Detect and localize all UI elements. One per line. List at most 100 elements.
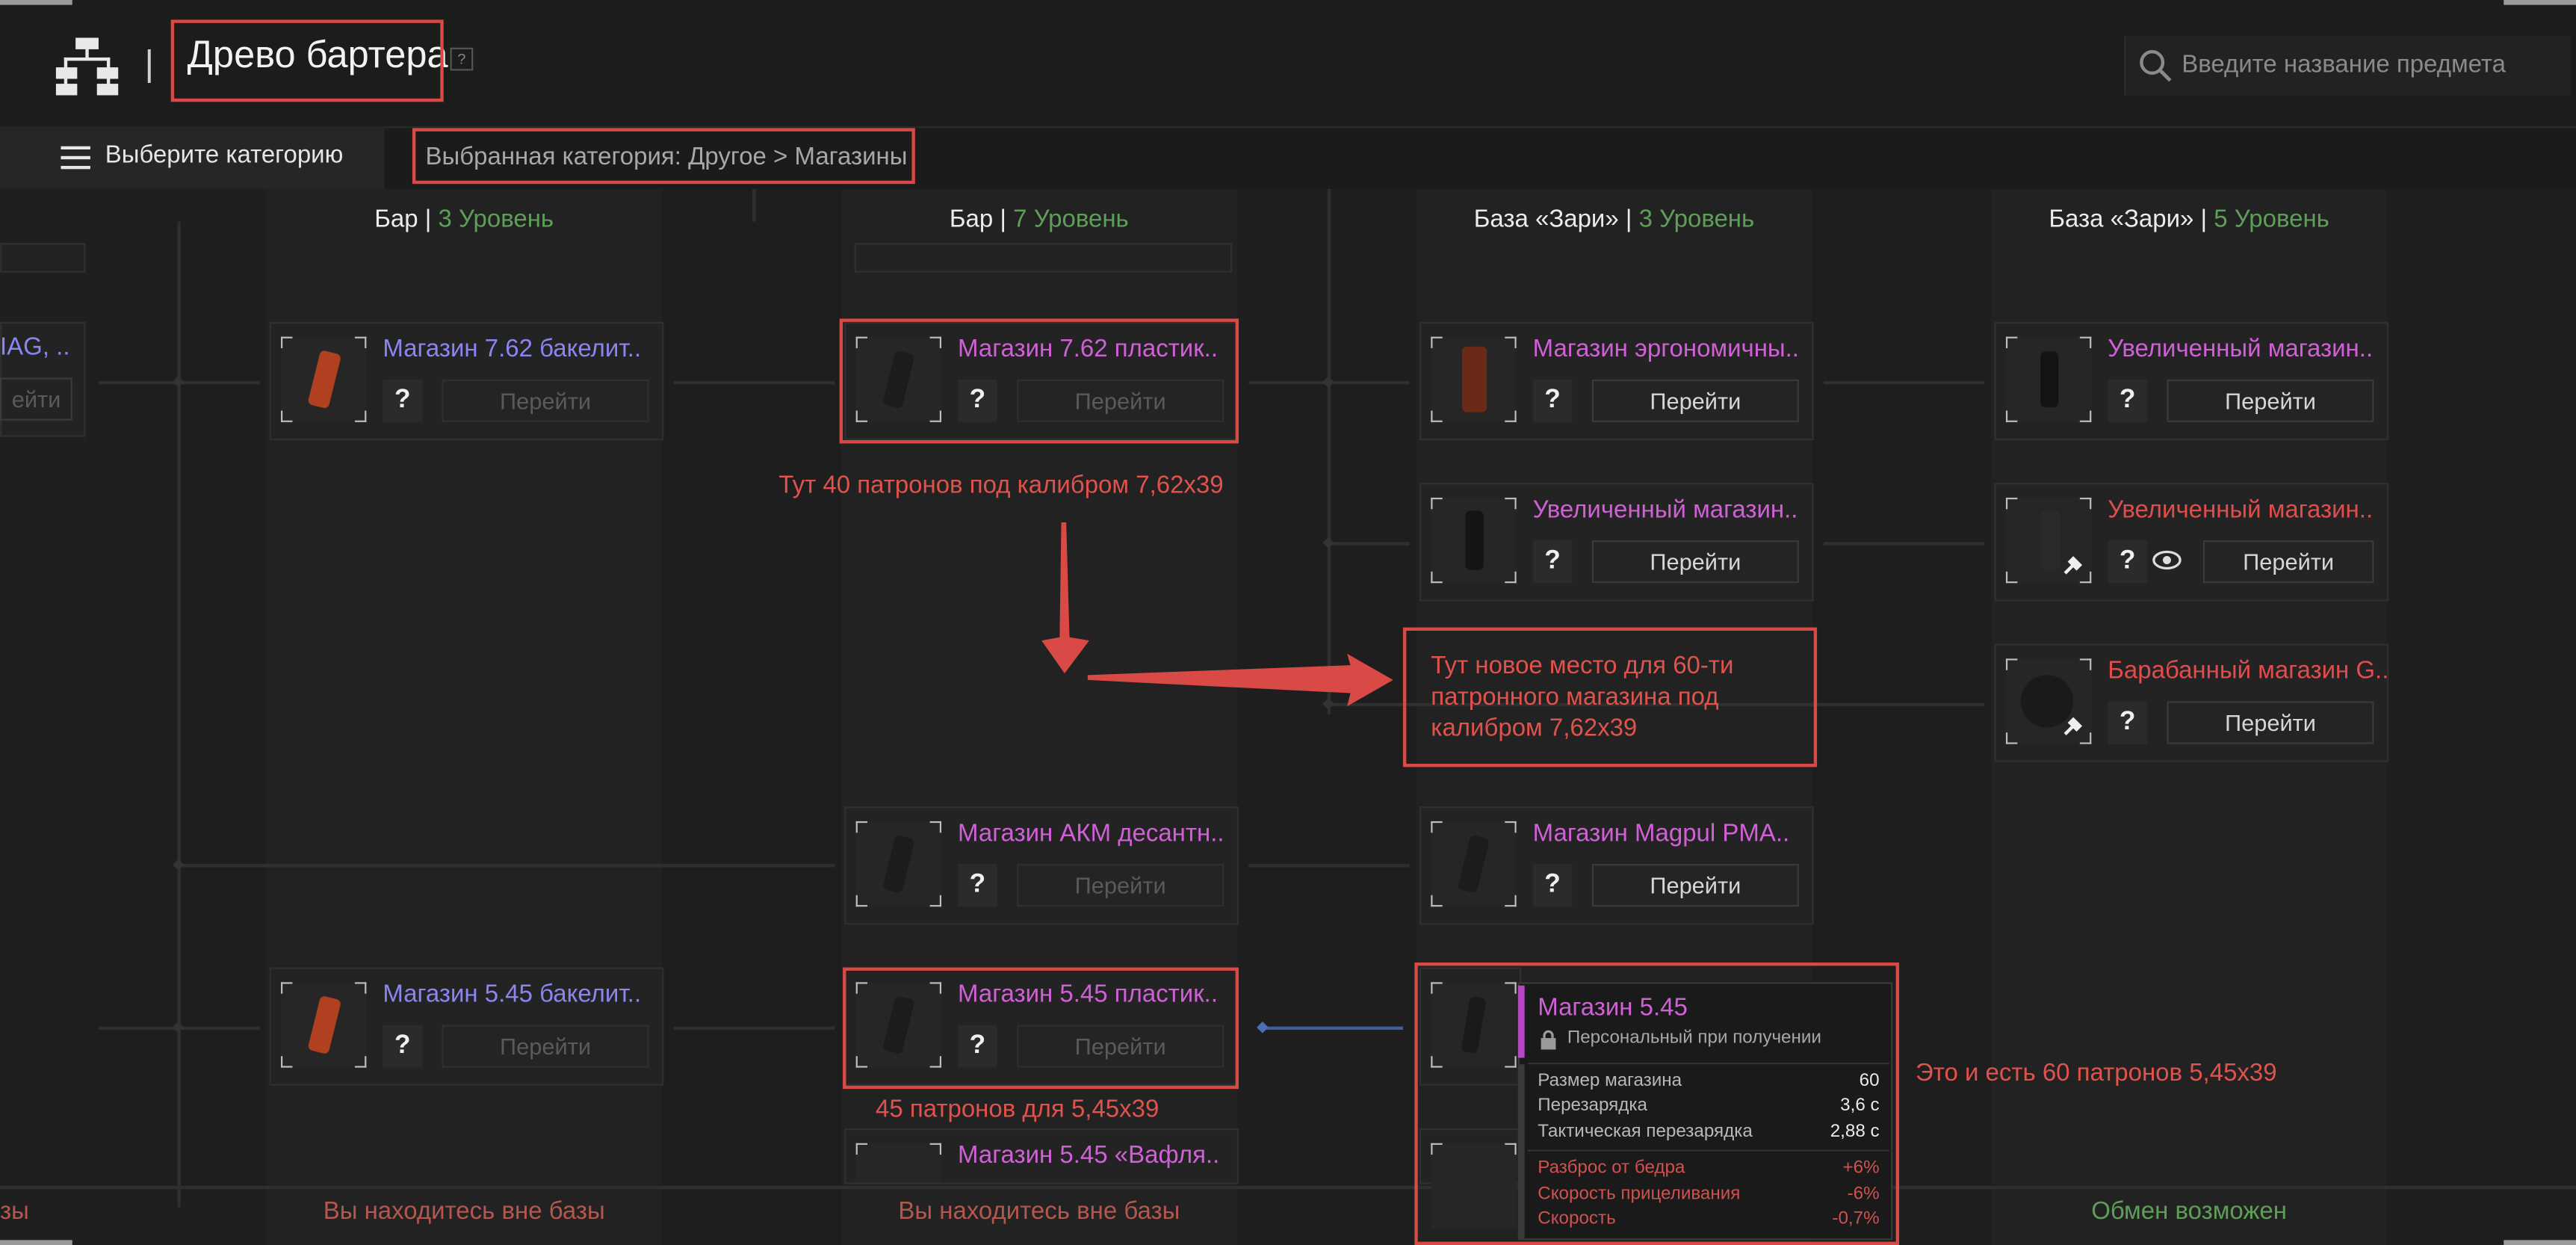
connector-line xyxy=(0,1185,2576,1190)
go-button[interactable]: Перейти xyxy=(1591,379,1799,422)
annotation-text: Тут 40 патронов под калибром 7,62х39 xyxy=(778,471,1224,500)
item-name: Магазин 5.45 «Вафля.. xyxy=(957,1141,1220,1170)
partial-card-name: IAG, .. xyxy=(0,333,70,362)
column-header: База «Зари» | 3 Уровень xyxy=(1473,205,1755,234)
item-thumbnail xyxy=(2005,497,2092,584)
item-name: Магазин 7.62 бакелит.. xyxy=(383,335,642,363)
connector-line xyxy=(1823,380,1985,385)
arrow-down-icon xyxy=(1041,522,1089,674)
info-button[interactable]: ? xyxy=(2108,701,2148,744)
item-thumbnail xyxy=(1431,821,1517,907)
help-button[interactable]: ? xyxy=(450,47,474,71)
barter-card[interactable]: Магазин 5.45 бакелит.. ? Перейти xyxy=(269,967,664,1086)
search-input[interactable] xyxy=(2124,36,2572,96)
connector-line xyxy=(673,380,835,385)
magazine-image xyxy=(882,834,915,894)
go-button[interactable]: Перейти xyxy=(442,1025,649,1068)
barter-card[interactable]: Магазин 5.45 «Вафля.. xyxy=(844,1128,1239,1184)
mod-value: -6% xyxy=(1847,1184,1880,1205)
barter-card[interactable]: Магазин 5.45 пластик.. ? Перейти xyxy=(844,967,1239,1086)
magazine-image xyxy=(1462,346,1487,413)
item-thumbnail xyxy=(281,982,367,1068)
annotation-box xyxy=(839,318,1239,444)
info-button[interactable]: ? xyxy=(2108,379,2148,422)
item-thumbnail xyxy=(855,821,942,907)
barter-card[interactable]: Магазин 7.62 пластик.. ? Перейти xyxy=(844,321,1239,441)
column-header: Бар | 3 Уровень xyxy=(374,205,554,234)
page-title: Древо бартера xyxy=(187,32,448,76)
go-button[interactable]: Перейти xyxy=(1017,379,1224,422)
choose-category-label: Выберите категорию xyxy=(105,141,344,170)
connector-line xyxy=(1248,864,1410,868)
go-button[interactable]: Перейти xyxy=(2202,540,2374,584)
search-icon xyxy=(2140,50,2172,82)
item-thumbnail xyxy=(855,336,942,422)
tooltip-divider xyxy=(1528,1149,1889,1152)
item-thumbnail xyxy=(2005,336,2092,422)
magazine-image xyxy=(307,995,342,1055)
connector-line xyxy=(673,1026,835,1031)
tooltip-divider xyxy=(1528,1063,1889,1065)
annotation-box xyxy=(1402,627,1818,767)
info-button[interactable]: ? xyxy=(383,379,423,422)
barter-card[interactable] xyxy=(1419,1128,1522,1229)
column-header: Бар | 7 Уровень xyxy=(949,205,1129,234)
eye-icon[interactable] xyxy=(2152,549,2182,572)
item-name: Магазин 5.45 бакелит.. xyxy=(383,980,642,1009)
selected-category: Выбранная категория: Другое > Магазины xyxy=(425,143,908,171)
barter-card[interactable]: Увеличенный магазин.. ? Перейти xyxy=(1994,321,2389,441)
go-button[interactable]: Перейти xyxy=(2167,379,2374,422)
barter-card[interactable]: Увеличенный магазин.. ? Перейти xyxy=(1994,483,2389,602)
mod-label: Скорость xyxy=(1538,1208,1616,1229)
item-name: Магазин 7.62 пластик.. xyxy=(957,335,1219,363)
barter-card[interactable]: Магазин АКМ десантн.. ? Перейти xyxy=(844,806,1239,925)
go-button[interactable]: Перейти xyxy=(1591,864,1799,907)
partial-card-top xyxy=(854,243,1233,273)
selected-category-highlight xyxy=(412,128,915,185)
go-button[interactable]: Перейти xyxy=(2167,701,2374,744)
barter-card[interactable]: Увеличенный магазин.. ? Перейти xyxy=(1419,483,1814,602)
tooltip-stripe xyxy=(1517,1064,1525,1239)
item-name: Магазин Magpul PMA.. xyxy=(1532,819,1790,848)
go-button[interactable]: Перейти xyxy=(1017,1025,1224,1068)
stat-label: Размер магазина xyxy=(1538,1071,1682,1091)
info-button[interactable]: ? xyxy=(1532,379,1573,422)
annotation-text: калибром 7,62х39 xyxy=(1431,714,1638,743)
go-button[interactable]: Перейти xyxy=(1591,540,1799,584)
annotation-box xyxy=(1414,962,1900,1245)
go-button[interactable]: Перейти xyxy=(442,379,649,422)
barter-card[interactable]: Магазин 7.62 бакелит.. ? Перейти xyxy=(269,321,664,441)
connector-line xyxy=(1823,542,1985,546)
info-button[interactable]: ? xyxy=(957,864,997,907)
stat-value: 2,88 с xyxy=(1830,1122,1880,1142)
go-button[interactable]: Перейти xyxy=(1017,864,1224,907)
magazine-image xyxy=(1465,510,1484,570)
barter-card[interactable] xyxy=(1419,967,1522,1086)
info-button[interactable]: ? xyxy=(957,379,997,422)
info-button[interactable]: ? xyxy=(1532,540,1573,584)
item-name: Увеличенный магазин.. xyxy=(2108,335,2374,363)
info-button[interactable]: ? xyxy=(2108,540,2148,584)
hammer-icon xyxy=(2063,556,2083,575)
info-button[interactable]: ? xyxy=(383,1025,423,1068)
barter-card[interactable]: Магазин Magpul PMA.. ? Перейти xyxy=(1419,806,1814,925)
item-name: Магазин 5.45 пластик.. xyxy=(957,980,1219,1009)
mod-label: Разброс от бедра xyxy=(1538,1158,1685,1178)
item-thumbnail xyxy=(855,982,942,1068)
connector-line xyxy=(752,188,756,222)
stat-label: Тактическая перезарядка xyxy=(1538,1122,1753,1142)
info-button[interactable]: ? xyxy=(957,1025,997,1068)
connector-line xyxy=(1327,542,1410,546)
connector-line-active xyxy=(1258,1026,1403,1031)
connector-line xyxy=(1327,702,1985,707)
barter-card[interactable]: Магазин эргономичны.. ? Перейти xyxy=(1419,321,1814,441)
column-footer: Обмен возможен xyxy=(2091,1197,2288,1226)
stat-value: 60 xyxy=(1859,1071,1880,1091)
barter-card[interactable]: Барабанный магазин G.. ? Перейти xyxy=(1994,643,2388,762)
window-corner xyxy=(0,0,72,5)
info-button[interactable]: ? xyxy=(1532,864,1573,907)
mod-value: +6% xyxy=(1842,1158,1880,1178)
partial-go-button[interactable]: ейти xyxy=(0,377,72,421)
stat-value: 3,6 с xyxy=(1840,1095,1880,1116)
annotation-text: патронного магазина под xyxy=(1431,683,1719,711)
